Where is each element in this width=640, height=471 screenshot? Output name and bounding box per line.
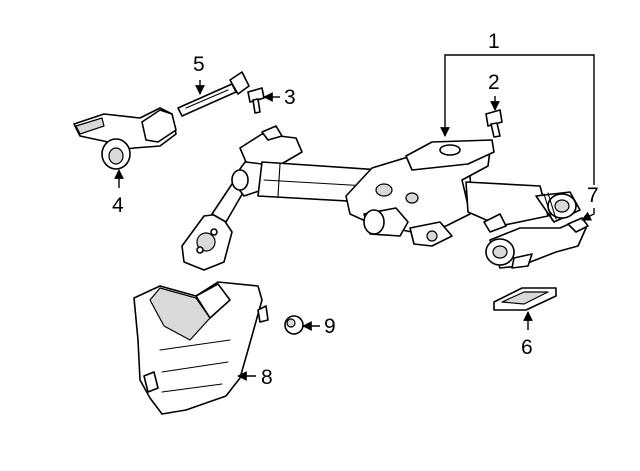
callout-labels: 1 2 3 4 5 6 7 8 9 — [112, 30, 599, 389]
part-7-lock-housing — [485, 217, 589, 269]
callout-7: 7 — [587, 184, 599, 207]
part-2-bolt — [485, 109, 503, 138]
part-1-steering-column — [181, 125, 581, 271]
callout-1: 1 — [488, 30, 500, 53]
callout-2: 2 — [488, 71, 500, 94]
callout-9: 9 — [324, 315, 336, 338]
leader-lines — [114, 54, 595, 381]
part-4-bracket — [73, 107, 177, 170]
callout-5: 5 — [193, 53, 205, 76]
callout-3: 3 — [284, 86, 296, 109]
part-3-bolt — [247, 87, 265, 114]
callout-6: 6 — [521, 336, 533, 359]
part-5-bolt — [177, 71, 250, 117]
part-6-plate — [493, 287, 557, 311]
callout-8: 8 — [261, 366, 273, 389]
part-8-cover — [133, 281, 269, 415]
callout-4: 4 — [112, 194, 124, 217]
part-9-plug — [284, 315, 304, 335]
